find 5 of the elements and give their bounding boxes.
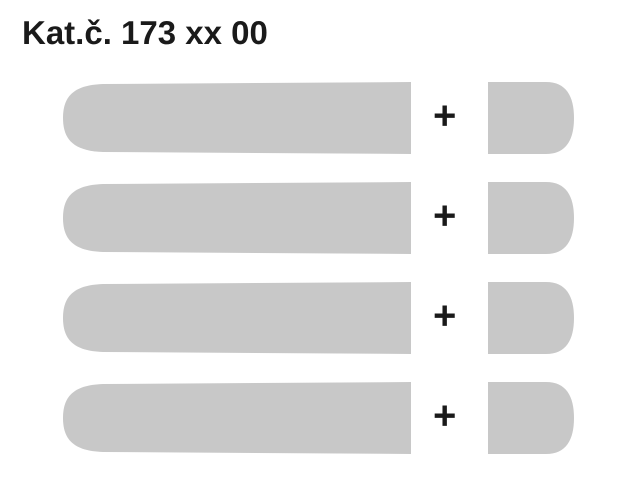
plus-sign: +	[433, 294, 456, 338]
plus-sign: +	[433, 194, 456, 238]
title: Kat.č. 173 xx 00	[22, 14, 268, 52]
plus-sign: +	[433, 94, 456, 138]
plus-sign: +	[433, 394, 456, 438]
